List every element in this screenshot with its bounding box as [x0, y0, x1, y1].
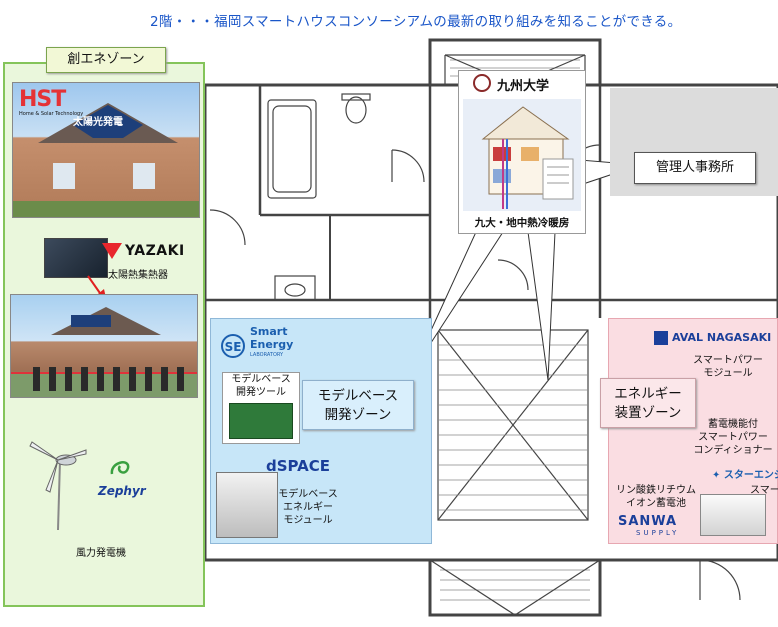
sanwa-logo-text: SANWA	[618, 514, 678, 529]
yazaki-logo-mark-icon	[102, 243, 122, 259]
smart-power-line1: スマートパワー	[693, 355, 763, 366]
star-sub-label: スマー	[750, 485, 778, 496]
hst-house-photo: HST Home & Solar Technology 太陽光発電	[12, 82, 200, 218]
storage-line3: コンディショナー	[693, 445, 773, 456]
zephyr-swirl-icon	[110, 461, 130, 475]
hst-logo: HST	[19, 87, 66, 112]
sanwa-logo: SANWA SUPPLY	[618, 514, 688, 537]
energy-module-caption: モデルベース エネルギー モジュール	[272, 488, 344, 527]
smart-energy-line1: Smart	[250, 325, 288, 338]
zephyr-logo: Zephyr	[98, 484, 146, 498]
energy-module-line3: モジュール	[283, 515, 333, 526]
battery-unit-image	[700, 494, 766, 536]
dspace-logo: dSPACE	[266, 457, 330, 475]
energy-creation-zone-label: 創エネゾーン	[46, 47, 166, 73]
battery-line1: リン酸鉄リチウム	[616, 485, 696, 496]
kyushu-panel: 九州大学 九大・地中熱冷暖房	[458, 70, 586, 234]
energy-device-zone-label-line2: 装置ゾーン	[614, 405, 682, 421]
solar-heat-collector-label: 太陽熱集熱器	[108, 270, 168, 281]
smart-energy-mark-icon: SE	[221, 334, 245, 358]
aval-logo: AVAL NAGASAKI	[672, 331, 772, 344]
sanwa-logo-sub: SUPPLY	[636, 529, 680, 537]
star-icon: ✦	[712, 470, 724, 481]
page-title: 2階・・・福岡スマートハウスコンソーシアムの最新の取り組みを知ることができる。	[150, 14, 682, 30]
energy-module-line1: モデルベース	[278, 489, 338, 500]
smart-power-module-caption: スマートパワー モジュール	[690, 354, 766, 380]
dev-tool-line2: 開発ツール	[236, 387, 286, 398]
dev-tool-panel: モデルベース 開発ツール	[222, 372, 300, 444]
smart-energy-line2: Energy	[250, 338, 294, 351]
wind-turbine-label: 風力発電機	[76, 548, 126, 559]
battery-line2: イオン蓄電池	[626, 498, 686, 509]
star-logo-text: スターエンジ	[723, 470, 778, 481]
svg-text:SE: SE	[225, 340, 242, 354]
office-label: 管理人事務所	[634, 152, 756, 184]
energy-module-line2: エネルギー	[283, 502, 333, 513]
circuit-board-image	[229, 403, 293, 439]
model-base-zone-label: モデルベース 開発ゾーン	[302, 380, 414, 430]
storage-line2: スマートパワー	[698, 432, 768, 443]
solar-power-label: 太陽光発電	[73, 117, 123, 128]
star-engineering-logo: ✦ スターエンジ	[712, 466, 778, 481]
kyushu-caption: 九大・地中熱冷暖房	[474, 217, 570, 229]
dev-tool-line1: モデルベース	[231, 374, 291, 385]
model-base-zone-label-line1: モデルベース	[317, 388, 399, 404]
battery-caption: リン酸鉄リチウム イオン蓄電池	[610, 484, 702, 510]
model-base-zone-label-line2: 開発ゾーン	[324, 407, 392, 423]
energy-module-image	[216, 472, 278, 538]
storage-line1: 蓄電機能付	[708, 419, 758, 430]
smart-energy-line3: LABORATORY	[250, 352, 284, 358]
aval-logo-mark-icon	[654, 331, 668, 345]
geothermal-house-illustration	[463, 99, 581, 211]
storage-conditioner-caption: 蓄電機能付 スマートパワー コンディショナー	[692, 418, 774, 457]
yazaki-logo: YAZAKI	[125, 243, 185, 259]
energy-device-zone-label: エネルギー 装置ゾーン	[600, 378, 696, 428]
energy-device-zone-label-line1: エネルギー	[614, 386, 682, 402]
dspace-logo-text: dSPACE	[266, 457, 331, 475]
smart-power-line2: モジュール	[703, 368, 753, 379]
smart-energy-logo: SE Smart Energy LABORATORY	[220, 325, 300, 365]
kyushu-logo-icon	[473, 74, 491, 92]
hst-logo-sub: Home & Solar Technology	[19, 111, 84, 117]
house-roof-shape	[13, 103, 199, 217]
kyushu-name: 九州大学	[497, 79, 550, 94]
opening-ceremony-photo	[10, 294, 198, 398]
ceremony-scene	[11, 307, 197, 391]
solar-heat-collector-image	[44, 238, 108, 278]
wind-turbine-icon	[29, 441, 87, 530]
